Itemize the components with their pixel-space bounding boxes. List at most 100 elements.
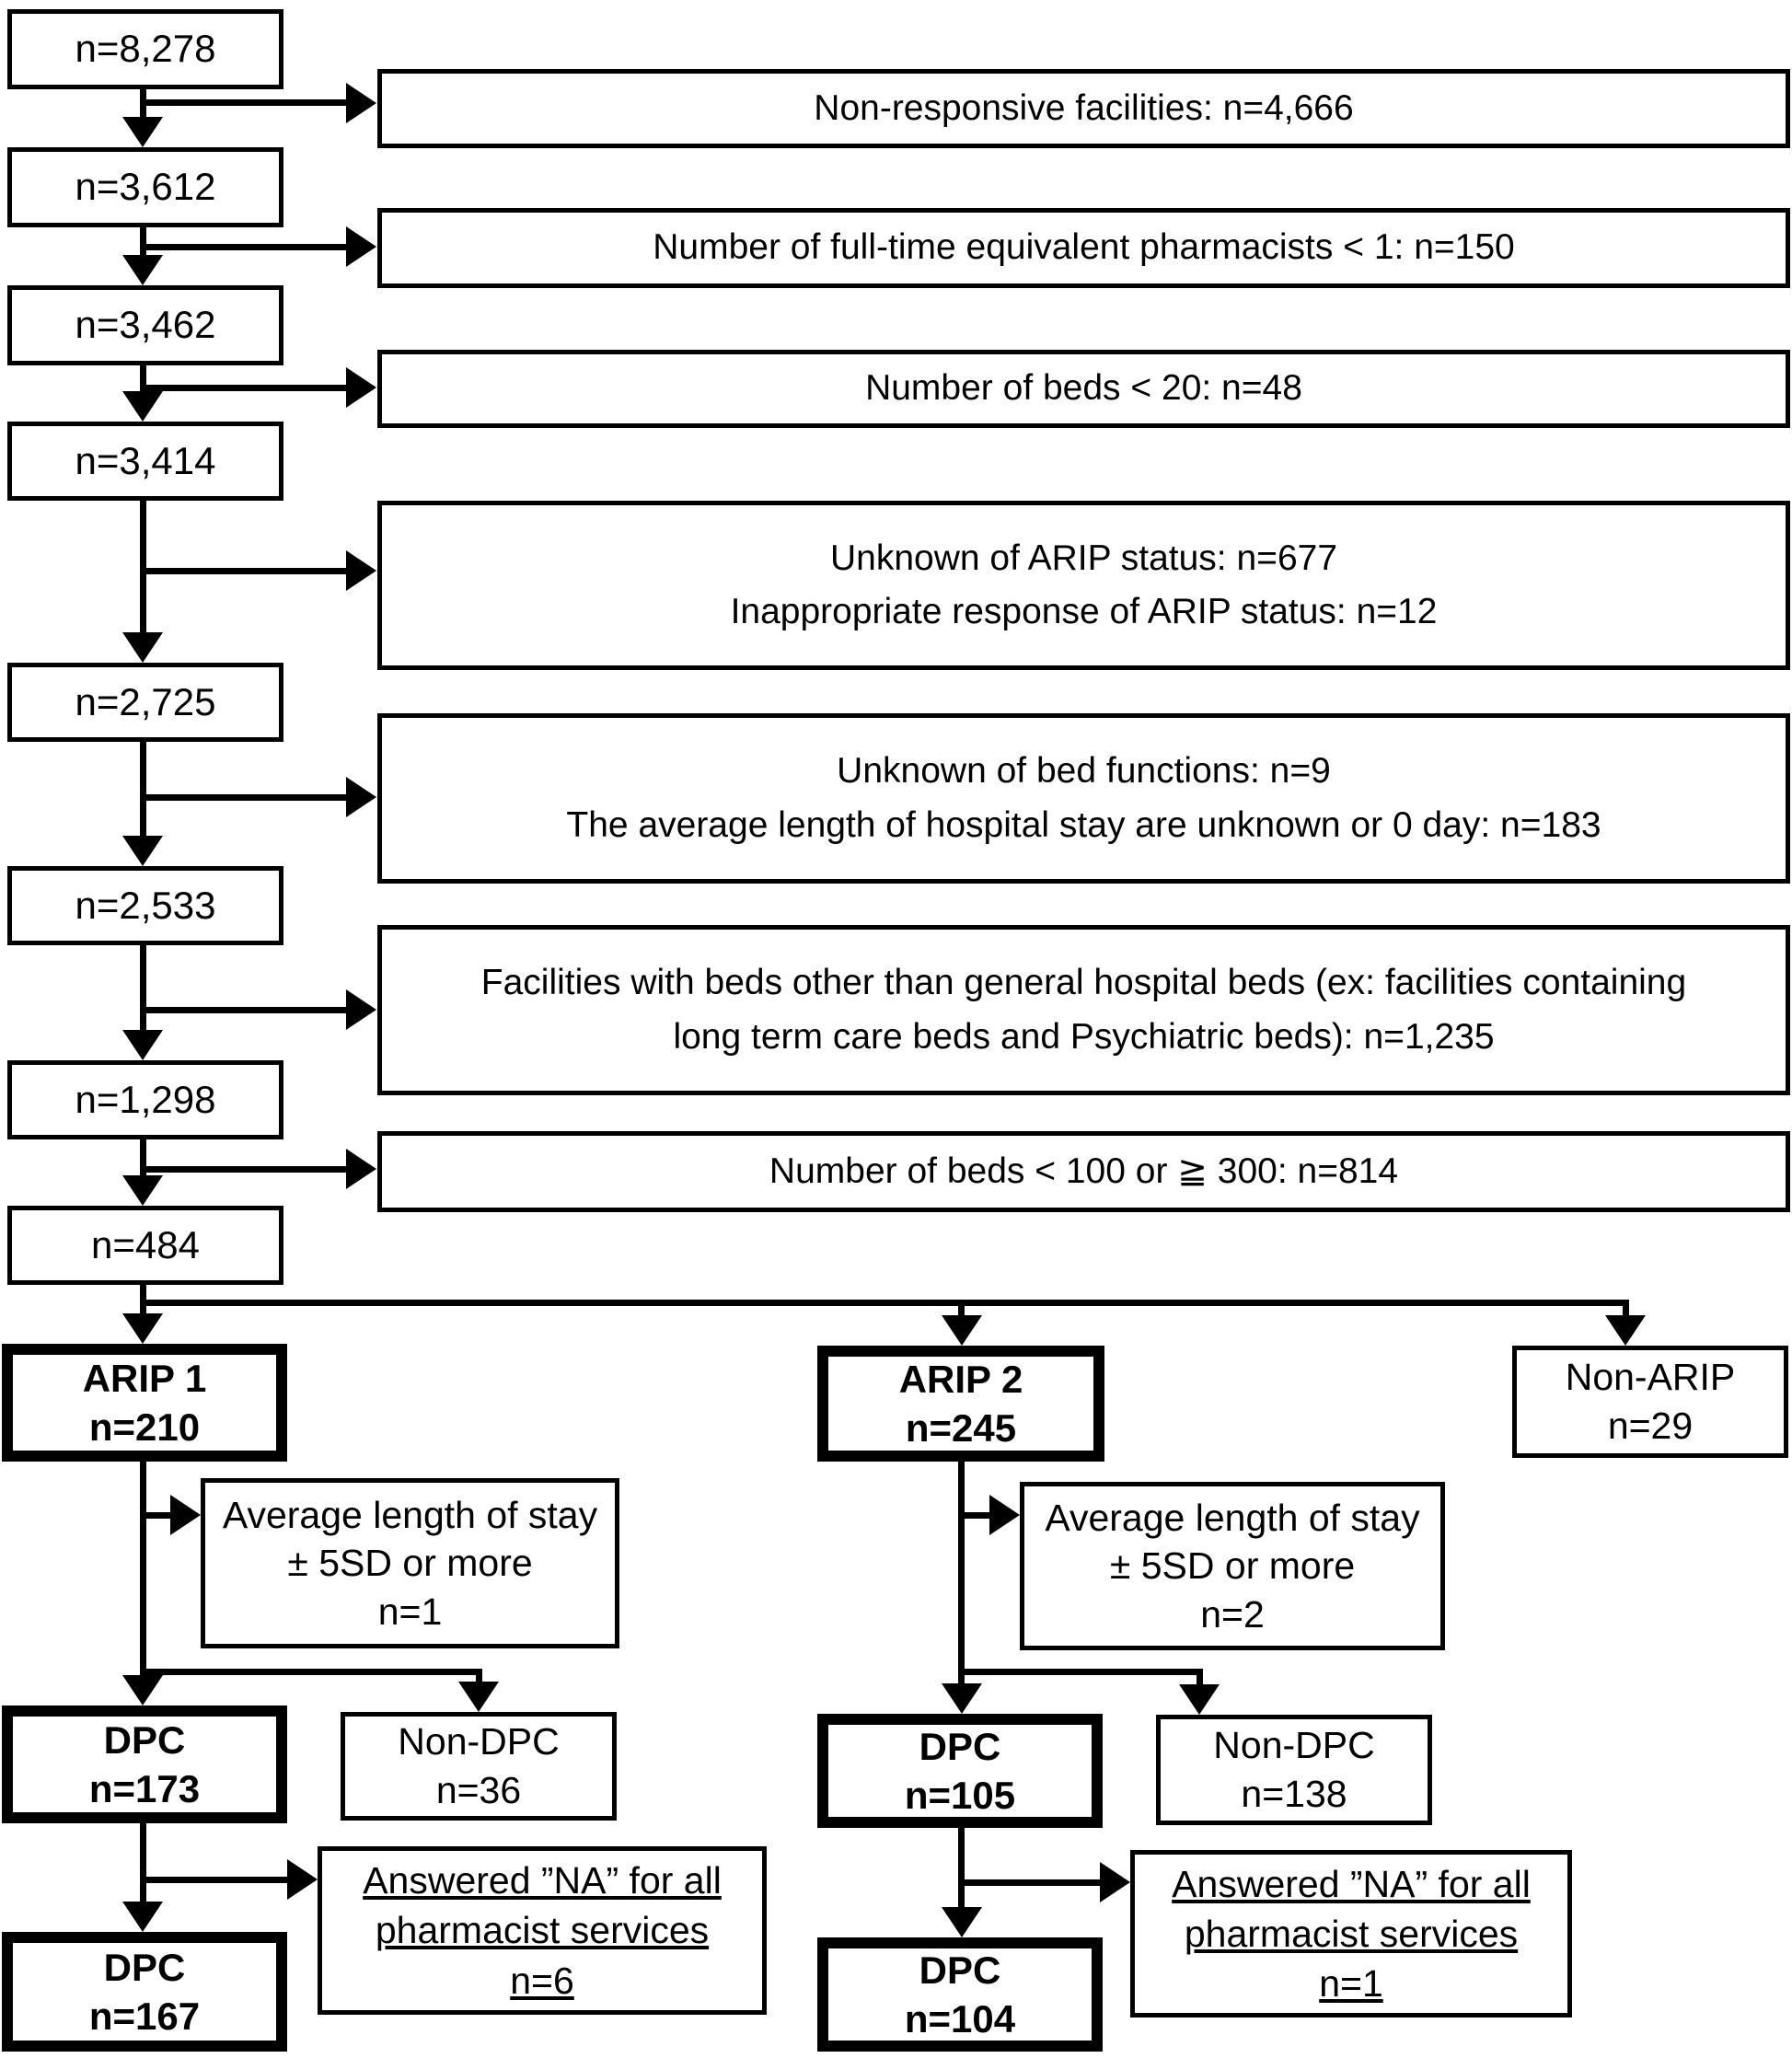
node-arip2: ARIP 2 n=245	[817, 1346, 1104, 1462]
exclusion-text: Number of beds < 100 or ≧ 300: n=814	[769, 1150, 1399, 1191]
node-n3612-text: n=3,612	[75, 165, 216, 209]
arm2-node-dpc-final: DPC n=104	[817, 1937, 1103, 2052]
arm1-dpc-final-arrowhead	[122, 1902, 163, 1932]
arm1-als-text: Average length of stay ± 5SD or more n=1	[222, 1494, 598, 1633]
exclusion-text: Non-responsive facilities: n=4,666	[814, 87, 1354, 128]
arm2-node-dpc: DPC n=105	[817, 1714, 1103, 1828]
arm1-dpc-final-text: DPC n=167	[88, 1945, 201, 2038]
connector-chain-0-arrowhead	[122, 117, 163, 147]
node-n8278: n=8,278	[7, 9, 283, 89]
arm1-non-dpc-arrowhead	[458, 1682, 499, 1712]
arm1-als-excluded: Average length of stay ± 5SD or more n=1	[201, 1478, 619, 1648]
exclusion-arrow-1-arrowhead	[346, 226, 376, 267]
connector-chain-6-line	[140, 1139, 146, 1175]
node-n484-text: n=484	[91, 1222, 200, 1266]
connector-chain-4-line	[140, 742, 146, 836]
exclusion-text: Unknown of ARIP status: n=677 Inappropri…	[730, 538, 1438, 632]
arm2-als-arrowhead	[989, 1495, 1020, 1535]
exclusion-text: Unknown of bed functions: n=9 The averag…	[566, 751, 1601, 845]
connector-n484-drop-line	[140, 1285, 146, 1313]
exclusion-beds-100-300: Number of beds < 100 or ≧ 300: n=814	[377, 1131, 1790, 1212]
exclusion-arrow-0-line	[140, 99, 346, 106]
node-n2533: n=2,533	[7, 866, 283, 945]
arm2-dpc-trunk-line	[958, 1828, 965, 1907]
arm2-als-excluded: Average length of stay ± 5SD or more n=2	[1020, 1482, 1445, 1650]
arm1-non-dpc-text: Non-DPC n=36	[398, 1719, 560, 1811]
arm1-node-dpc: DPC n=173	[2, 1705, 287, 1823]
exclusion-text: Number of full-time equivalent pharmacis…	[653, 227, 1515, 268]
arm1-na-text: Answered ”NA” for all pharmacist service…	[363, 1859, 722, 2002]
arm1-node-non-dpc: Non-DPC n=36	[341, 1712, 617, 1821]
exclusion-arrow-4-arrowhead	[346, 777, 376, 817]
connector-chain-3-arrowhead	[122, 632, 163, 663]
exclusion-text: Facilities with beds other than general …	[480, 963, 1687, 1057]
exclusion-beds-20: Number of beds < 20: n=48	[377, 350, 1790, 428]
arm2-als-text: Average length of stay ± 5SD or more n=2	[1045, 1497, 1420, 1636]
arm2-na-text: Answered ”NA” for all pharmacist service…	[1172, 1862, 1531, 2006]
connector-arip2-drop-line	[958, 1306, 965, 1315]
exclusion-arrow-5-arrowhead	[346, 989, 376, 1030]
arm2-na-excluded: Answered ”NA” for all pharmacist service…	[1130, 1850, 1572, 2018]
connector-chain-1-line	[140, 227, 146, 255]
exclusion-pharmacists: Number of full-time equivalent pharmacis…	[377, 208, 1790, 288]
exclusion-bed-functions: Unknown of bed functions: n=9 The averag…	[377, 713, 1790, 884]
node-n1298-text: n=1,298	[75, 1077, 216, 1121]
arm2-non-dpc-drop-line	[1197, 1675, 1203, 1684]
arm2-dpc-text: DPC n=105	[904, 1724, 1016, 1817]
arm1-dpc-trunk-line	[140, 1823, 146, 1902]
arm2-dpc-final-arrowhead	[942, 1907, 982, 1937]
exclusion-arrow-3-line	[140, 568, 346, 574]
arm1-na-arrow-line	[140, 1877, 287, 1883]
connector-arip1-arrowhead	[122, 1313, 163, 1344]
arm1-als-arrowhead	[170, 1495, 201, 1535]
exclusion-arrow-0-arrowhead	[346, 83, 376, 123]
node-non-arip-text: Non-ARIP n=29	[1565, 1355, 1736, 1447]
connector-chain-5-line	[140, 945, 146, 1030]
arm1-dpc-text: DPC n=173	[88, 1717, 201, 1810]
node-n3414: n=3,414	[7, 422, 283, 501]
arm2-split-line	[958, 1669, 1203, 1675]
arm2-dpc-arrowhead	[942, 1683, 982, 1714]
exclusion-arrow-6-arrowhead	[346, 1149, 376, 1189]
exclusion-non-responsive: Non-responsive facilities: n=4,666	[377, 69, 1790, 148]
node-n2533-text: n=2,533	[75, 883, 216, 927]
exclusion-arrow-5-line	[140, 1007, 346, 1013]
arm2-dpc-final-text: DPC n=104	[904, 1948, 1016, 2041]
connector-chain-1-arrowhead	[122, 255, 163, 285]
exclusion-arip-status: Unknown of ARIP status: n=677 Inappropri…	[377, 501, 1790, 670]
exclusion-arrow-2-line	[140, 385, 346, 391]
connector-non-arip-drop-line	[1623, 1306, 1629, 1315]
node-n1298: n=1,298	[7, 1060, 283, 1139]
arm2-als-arrow-line	[962, 1512, 989, 1519]
exclusion-text: Number of beds < 20: n=48	[865, 368, 1302, 409]
node-n8278-text: n=8,278	[75, 27, 216, 71]
connector-chain-2-arrowhead	[122, 391, 163, 422]
arm2-na-arrow-line	[958, 1879, 1100, 1886]
connector-chain-3-line	[140, 501, 146, 632]
connector-chain-5-arrowhead	[122, 1030, 163, 1060]
exclusion-other-beds: Facilities with beds other than general …	[377, 925, 1790, 1095]
connector-chain-6-arrowhead	[122, 1175, 163, 1206]
arm2-node-non-dpc: Non-DPC n=138	[1156, 1715, 1432, 1825]
node-arip1: ARIP 1 n=210	[2, 1344, 287, 1462]
node-n2725-text: n=2,725	[75, 679, 216, 723]
arm1-na-arrowhead	[287, 1859, 318, 1900]
node-n3462-text: n=3,462	[75, 303, 216, 347]
connector-arip2-arrowhead	[942, 1315, 982, 1346]
node-n3612: n=3,612	[7, 147, 283, 227]
arm1-na-excluded: Answered ”NA” for all pharmacist service…	[318, 1846, 767, 2015]
arm2-non-dpc-text: Non-DPC n=138	[1213, 1723, 1375, 1815]
exclusion-arrow-4-line	[140, 794, 346, 801]
exclusion-arrow-3-arrowhead	[346, 550, 376, 591]
node-arip1-text: ARIP 1 n=210	[82, 1356, 207, 1449]
node-n484: n=484	[7, 1206, 283, 1285]
arm1-node-dpc-final: DPC n=167	[2, 1932, 287, 2052]
connector-chain-4-arrowhead	[122, 836, 163, 866]
arm1-als-arrow-line	[140, 1512, 170, 1519]
node-n3462: n=3,462	[7, 285, 283, 365]
node-non-arip: Non-ARIP n=29	[1512, 1346, 1788, 1458]
arm1-dpc-arrowhead	[122, 1675, 163, 1705]
exclusion-arrow-6-line	[140, 1166, 346, 1173]
arm1-trunk-line	[140, 1462, 146, 1675]
